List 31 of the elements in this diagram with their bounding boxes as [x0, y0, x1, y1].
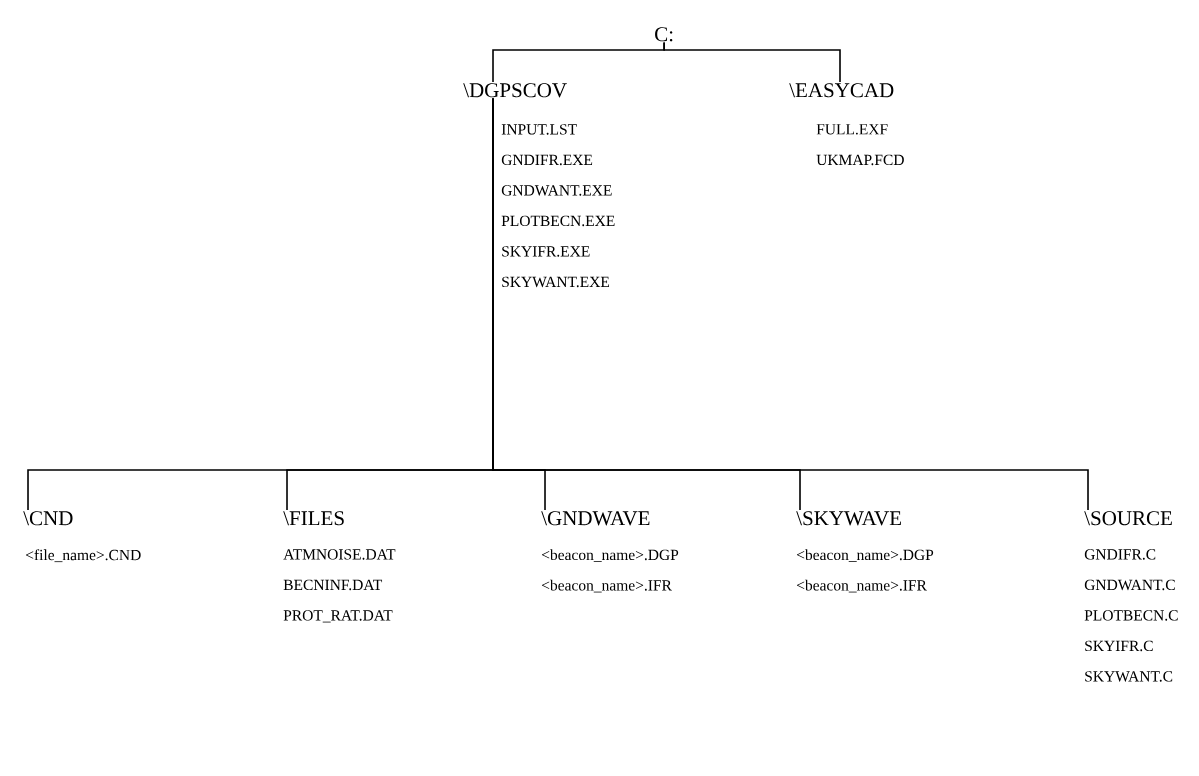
file-name: <beacon_name>.DGP [542, 549, 679, 562]
file-name: SKYIFR.C [1085, 640, 1153, 652]
folder-name: \FILES [283, 511, 344, 526]
file-name: GNDWANT.C [1084, 579, 1175, 591]
tree-connector [663, 41, 841, 83]
folder-name: C: [655, 27, 673, 42]
file-name: SKYIFR.EXE [502, 246, 590, 257]
file-name: UKMAP.FCD [816, 154, 904, 166]
folder-name: \SOURCE [1084, 511, 1172, 526]
folder-name: \DGPSCOV [463, 83, 567, 98]
file-name: BECNINF.DAT [283, 579, 383, 591]
file-name: ATMNOISE.DAT [283, 549, 396, 560]
file-name: INPUT.LST [501, 124, 577, 135]
file-name: <beacon_name>.IFR [542, 579, 672, 593]
file-name: PLOTBECN.EXE [501, 215, 615, 227]
file-name: GNDIFR.EXE [501, 154, 593, 166]
file-name: FULL.EXF [816, 124, 888, 135]
file-name: PROT_RAT.DAT [283, 610, 393, 623]
file-name: SKYWANT.C [1085, 671, 1173, 682]
file-name: GNDIFR.C [1084, 549, 1156, 560]
file-name: SKYWANT.EXE [502, 276, 610, 288]
file-name: <beacon_name>.IFR [797, 579, 927, 593]
folder-name: \GNDWAVE [541, 511, 650, 526]
file-name: <file_name>.CND [26, 549, 141, 563]
folder-name: \EASYCAD [789, 83, 894, 98]
tree-connector [492, 97, 1089, 511]
file-name: GNDWANT.EXE [501, 185, 612, 196]
file-name: PLOTBECN.C [1084, 610, 1178, 621]
folder-name: \SKYWAVE [796, 511, 901, 526]
folder-name: \CND [23, 511, 73, 526]
file-name: <beacon_name>.DGP [797, 549, 934, 562]
